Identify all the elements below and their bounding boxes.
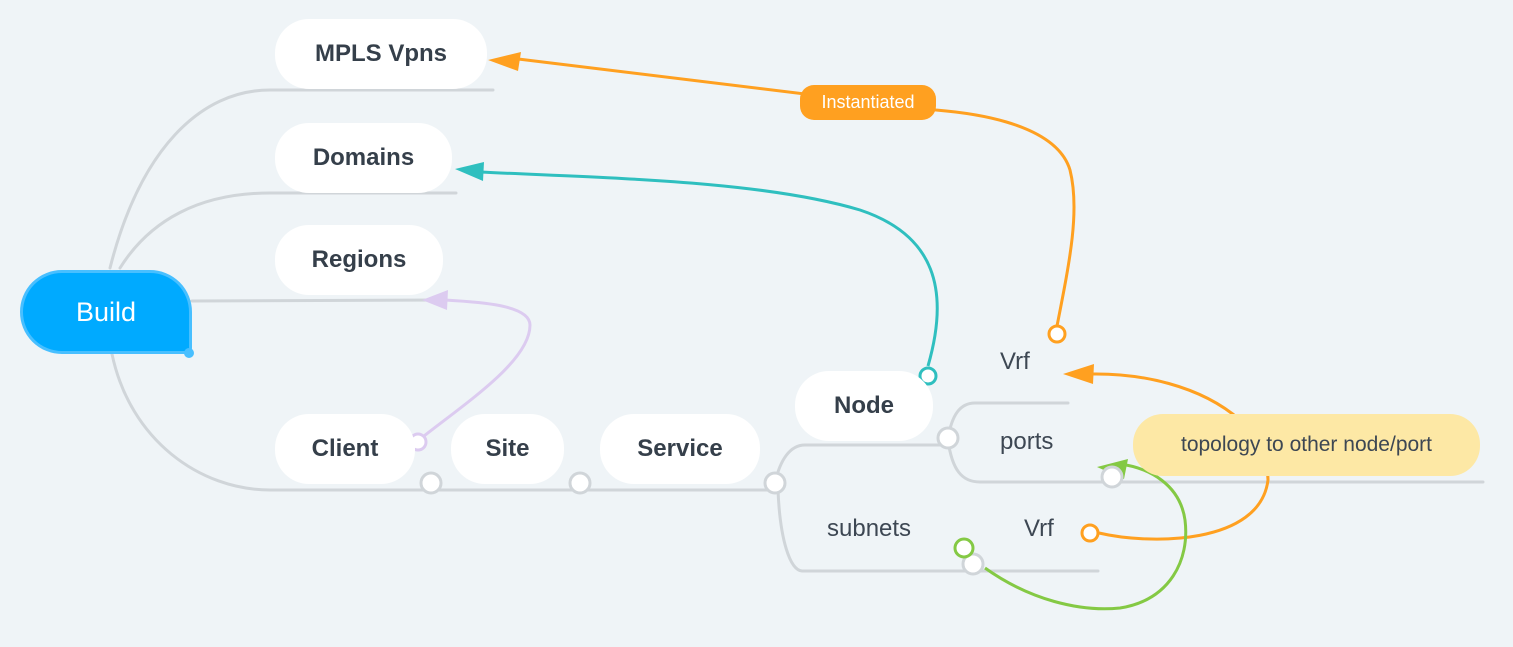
topic-domains[interactable]: Domains <box>275 123 452 193</box>
branch-line-mpls <box>108 88 495 270</box>
branch-line-regions <box>190 298 442 303</box>
arrowhead-mpls <box>488 52 521 71</box>
collapse-handle-client[interactable] <box>419 471 443 495</box>
topic-regions[interactable]: Regions <box>275 225 443 295</box>
topic-site[interactable]: Site <box>451 414 564 484</box>
relationship-handle-teal[interactable] <box>918 366 938 386</box>
relationship-handle-orange-bottom[interactable] <box>1080 523 1100 543</box>
subtopic-ports[interactable]: ports <box>1000 428 1054 455</box>
subtopic-subnets[interactable]: subnets <box>827 515 912 542</box>
collapse-handle-ports[interactable] <box>1100 465 1124 489</box>
collapse-handle-site[interactable] <box>568 471 592 495</box>
topic-node[interactable]: Node <box>795 371 933 441</box>
central-topic-build[interactable]: Build <box>20 270 192 354</box>
topic-mpls-vpns[interactable]: MPLS Vpns <box>275 19 487 89</box>
relationship-subnets-ports[interactable] <box>984 462 1188 611</box>
relationship-instantiated[interactable] <box>509 56 1076 327</box>
branch-line-subnets <box>776 488 1100 573</box>
branch-line-client <box>110 352 777 492</box>
arrowhead-regions <box>422 290 448 310</box>
relationship-client-regions[interactable] <box>423 298 532 438</box>
relationship-label-instantiated[interactable]: Instantiated <box>800 85 936 120</box>
arrowhead-domains <box>455 162 484 181</box>
branch-line-node <box>773 443 950 485</box>
branch-line-domains <box>118 191 458 270</box>
collapse-handle-subnets[interactable] <box>961 552 985 576</box>
subtopic-vrf-top[interactable]: Vrf <box>1000 348 1030 375</box>
arrowhead-vrf-top <box>1063 364 1094 384</box>
resize-handle[interactable] <box>184 348 194 358</box>
relationship-handle-orange-top[interactable] <box>1047 324 1067 344</box>
topic-client[interactable]: Client <box>275 414 415 484</box>
relationship-label-topology[interactable]: topology to other node/port <box>1133 414 1480 476</box>
collapse-handle-node[interactable] <box>936 426 960 450</box>
collapse-handle-service[interactable] <box>763 471 787 495</box>
relationship-node-domains[interactable] <box>479 170 939 367</box>
subtopic-vrf-bottom[interactable]: Vrf <box>1024 515 1054 542</box>
topic-service[interactable]: Service <box>600 414 760 484</box>
relationship-handle-green[interactable] <box>953 537 975 559</box>
